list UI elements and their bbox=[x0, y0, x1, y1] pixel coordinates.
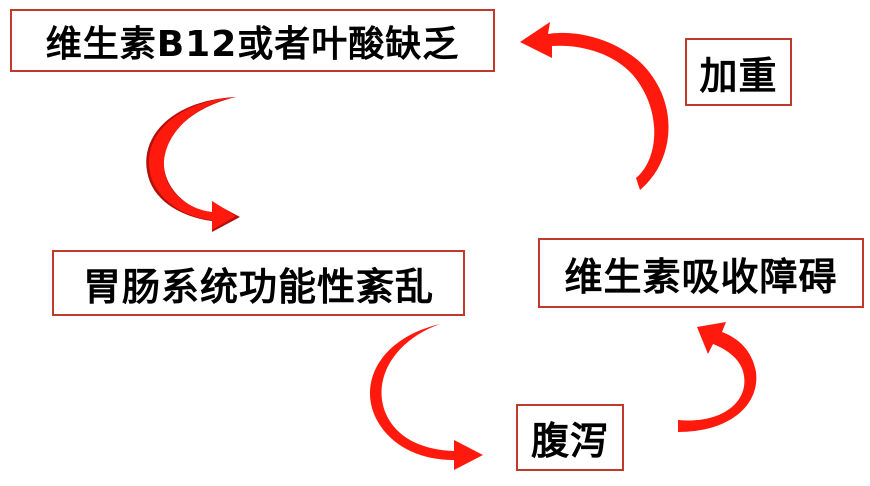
node-aggravate: 加重 bbox=[685, 38, 792, 106]
node-label: 胃肠系统功能性紊乱 bbox=[82, 264, 434, 309]
node-label: 腹泻 bbox=[530, 419, 609, 463]
node-label: 维生素吸收障碍 bbox=[564, 254, 838, 299]
node-vitamin-b12-folate-deficiency: 维生素B12或者叶酸缺乏 bbox=[10, 9, 495, 72]
node-diarrhea: 腹泻 bbox=[516, 404, 624, 471]
arrow-diarrhea-to-absorption bbox=[678, 322, 757, 432]
arrow-deficiency-to-gi bbox=[146, 97, 240, 232]
arrow-absorption-to-deficiency bbox=[520, 22, 669, 190]
node-label: 加重 bbox=[699, 53, 778, 98]
node-gi-dysfunction: 胃肠系统功能性紊乱 bbox=[52, 250, 465, 316]
node-label: 维生素B12或者叶酸缺乏 bbox=[45, 23, 460, 65]
arrow-gi-to-diarrhea bbox=[369, 324, 483, 470]
node-vitamin-absorption-disorder: 维生素吸收障碍 bbox=[538, 238, 864, 308]
